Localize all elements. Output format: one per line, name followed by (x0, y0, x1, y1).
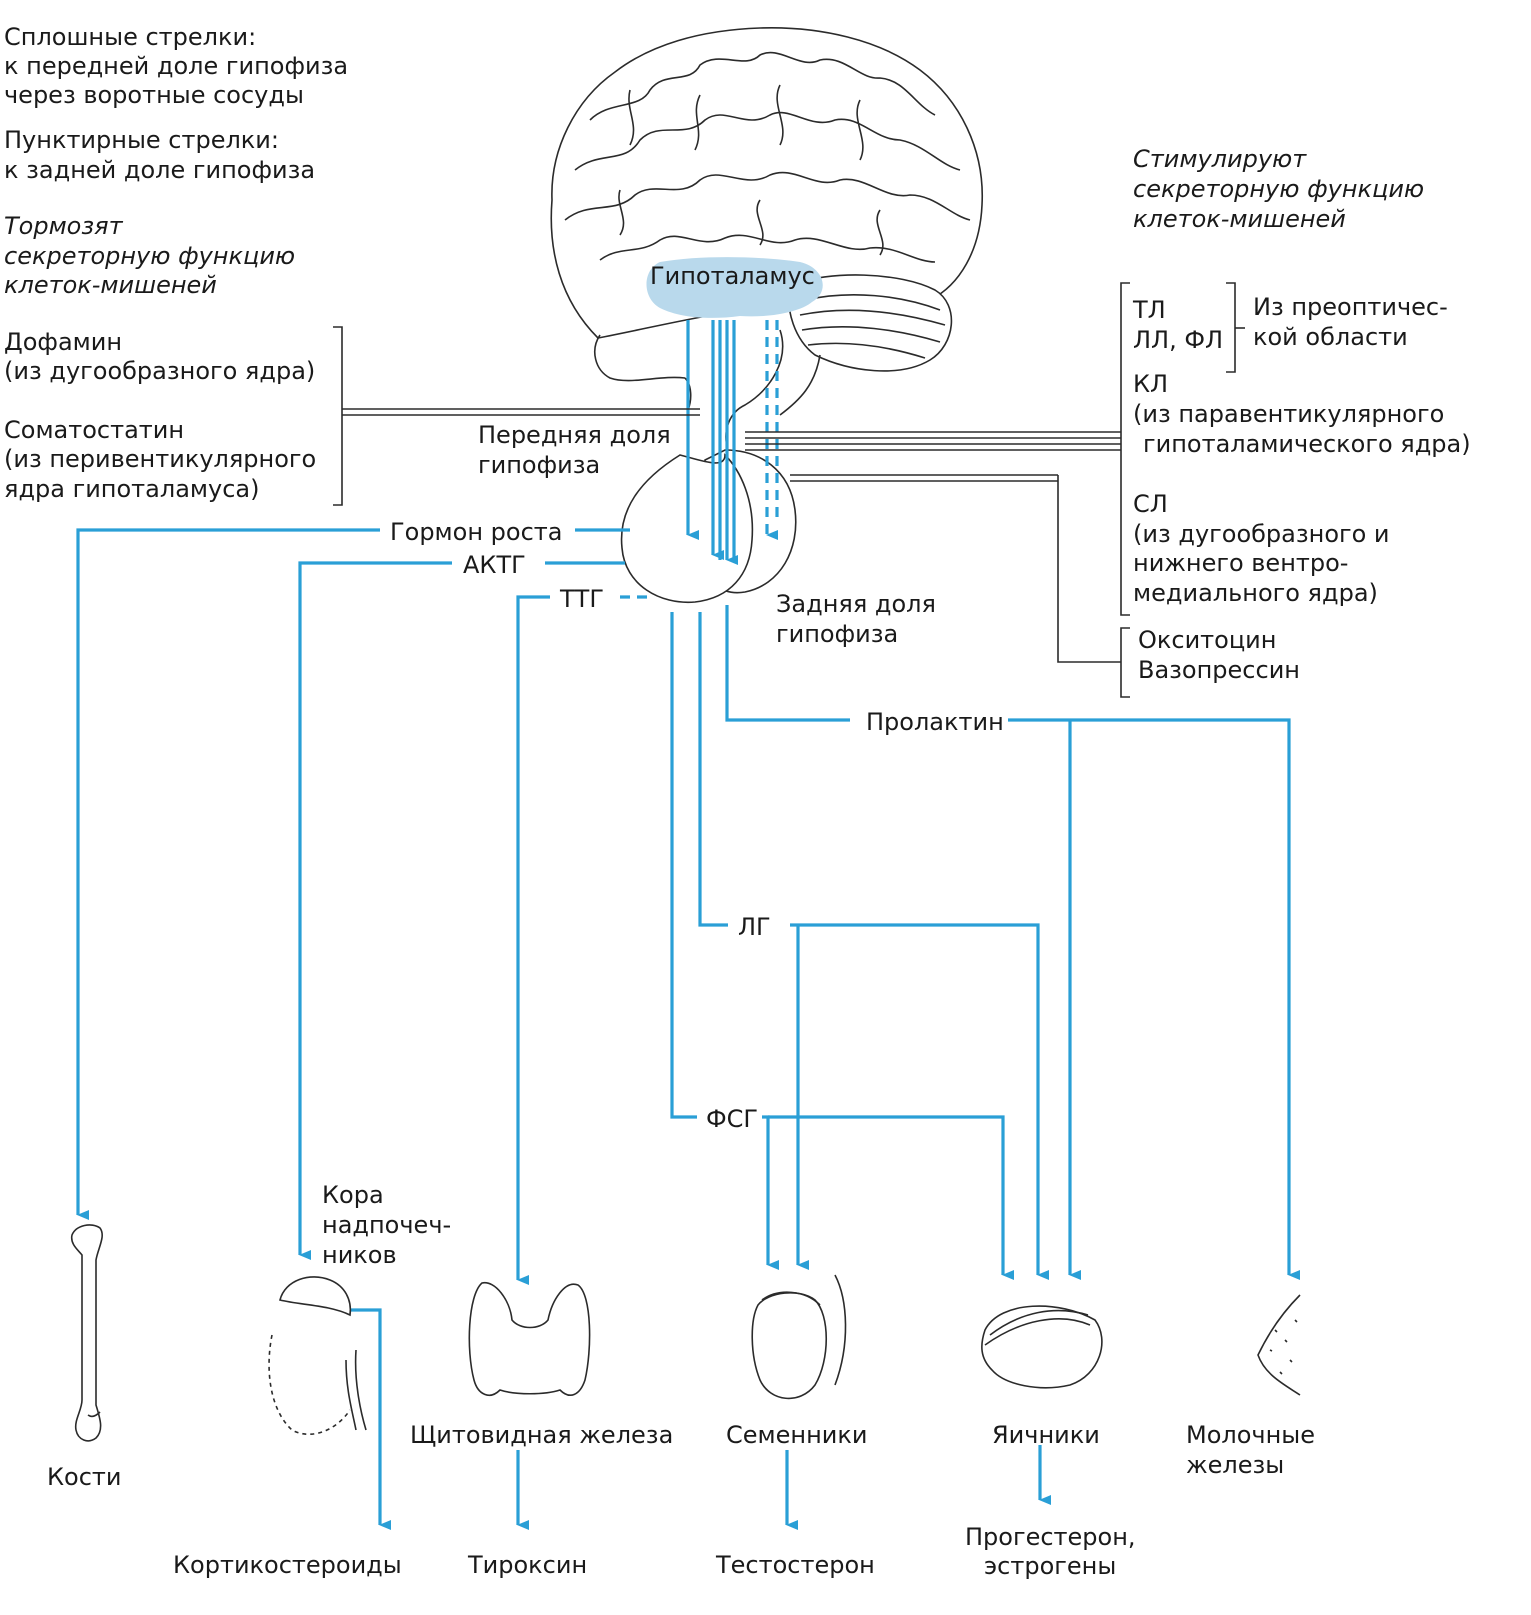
legend-dashed-line1: к задней доле гипофиза (4, 156, 315, 184)
somatostatin-label: Соматостатин (4, 416, 184, 444)
ovary-drawing (981, 1305, 1103, 1389)
hypothalamus-region (646, 257, 823, 318)
target-labels: Кости Кора надпочеч- ников Щитовидная же… (47, 1181, 1315, 1491)
thyroid-drawing (468, 1282, 591, 1396)
estrogens-label: эстрогены (984, 1552, 1116, 1580)
dopamine-source: (из дугообразного ядра) (4, 357, 315, 385)
vasopressin-label: Вазопрессин (1138, 656, 1300, 684)
thyroxine-label: Тироксин (467, 1551, 587, 1579)
inhibit-bracket (333, 326, 700, 506)
adrenal-label-2: надпочеч- (322, 1211, 451, 1239)
inhibit-heading-1: Тормозят (4, 212, 124, 240)
stimulate-heading-3: клеток-мишеней (1133, 205, 1346, 233)
pituitary-drawing (620, 449, 797, 604)
thyroid-label: Щитовидная железа (410, 1421, 673, 1449)
preoptic-label-2: кой области (1253, 323, 1408, 351)
stimulate-text: Стимулируют секреторную функцию клеток-м… (1132, 145, 1471, 684)
corticosteroids-label: Кортикостероиды (173, 1551, 402, 1579)
kl-label: КЛ (1133, 370, 1168, 398)
product-labels: Кортикостероиды Тироксин Тестостерон Про… (173, 1523, 1136, 1580)
prolactin-label: Пролактин (866, 708, 1004, 736)
mammary-label-1: Молочные (1186, 1421, 1315, 1449)
actg-label: АКТГ (463, 551, 526, 579)
posterior-lobe-label-1: Задняя доля (776, 590, 936, 618)
anterior-lobe-label-1: Передняя доля (478, 421, 671, 449)
legend-dashed-title: Пунктирные стрелки: (4, 126, 279, 154)
sl-source-3: медиального ядра) (1133, 579, 1378, 607)
lg-label: ЛГ (738, 913, 771, 941)
bones-label: Кости (47, 1463, 122, 1491)
sl-label: СЛ (1133, 490, 1168, 518)
oxytocin-label: Окситоцин (1138, 626, 1276, 654)
pituitary-text: Передняя доля гипофиза Задняя доля гипоф… (478, 421, 936, 648)
legend-solid-line2: через воротные сосуды (4, 81, 304, 109)
ttg-label: ТТГ (559, 585, 604, 613)
preoptic-label-1: Из преоптичес- (1253, 293, 1448, 321)
legend: Сплошные стрелки: к передней доле гипофи… (4, 23, 348, 184)
tl-label: ТЛ (1132, 296, 1166, 324)
progesterone-label: Прогестерон, (965, 1523, 1136, 1551)
sl-source-1: (из дугообразного и (1133, 520, 1390, 548)
portal-arrows (686, 320, 779, 565)
adrenal-drawing (268, 1276, 367, 1435)
adrenal-label-3: ников (322, 1241, 397, 1269)
brain-drawing (550, 27, 984, 451)
hypothalamus-label: Гипоталамус (650, 262, 815, 290)
fsg-label: ФСГ (706, 1105, 758, 1133)
hormone-labels: Гормон роста АКТГ ТТГ Пролактин ЛГ ФСГ (390, 518, 1004, 1133)
hormone-pathways (76, 528, 1300, 1530)
anterior-lobe-label-2: гипофиза (478, 451, 600, 479)
ovaries-label: Яичники (992, 1421, 1100, 1449)
kl-source-1: (из паравентикулярного (1133, 400, 1444, 428)
inhibit-heading-2: секреторную функцию (4, 242, 295, 270)
inhibit-text: Тормозят секреторную функцию клеток-мише… (4, 212, 316, 503)
dopamine-label: Дофамин (4, 328, 122, 356)
somatostatin-source-1: (из перивентикулярного (4, 445, 316, 473)
testosterone-label: Тестостерон (715, 1551, 875, 1579)
mammary-drawing (1257, 1294, 1301, 1396)
legend-solid-title: Сплошные стрелки: (4, 23, 256, 51)
sl-source-2: нижнего вентро- (1133, 549, 1348, 577)
ll-fl-label: ЛЛ, ФЛ (1133, 326, 1223, 354)
stimulate-brackets (745, 282, 1245, 698)
mammary-label-2: железы (1186, 1451, 1284, 1479)
stimulate-heading-2: секреторную функцию (1133, 175, 1424, 203)
somatostatin-source-2: ядра гипоталамуса) (4, 475, 260, 503)
inhibit-heading-3: клеток-мишеней (4, 271, 217, 299)
testis-drawing (751, 1274, 847, 1400)
testes-label: Семенники (726, 1421, 867, 1449)
kl-source-2: гипоталамического ядра) (1143, 430, 1471, 458)
posterior-lobe-label-2: гипофиза (776, 620, 898, 648)
growth-hormone-label: Гормон роста (390, 518, 562, 546)
stimulate-heading-1: Стимулируют (1133, 145, 1307, 173)
adrenal-label-1: Кора (322, 1181, 384, 1209)
bone-drawing (70, 1224, 103, 1442)
legend-solid-line1: к передней доле гипофиза (4, 52, 348, 80)
